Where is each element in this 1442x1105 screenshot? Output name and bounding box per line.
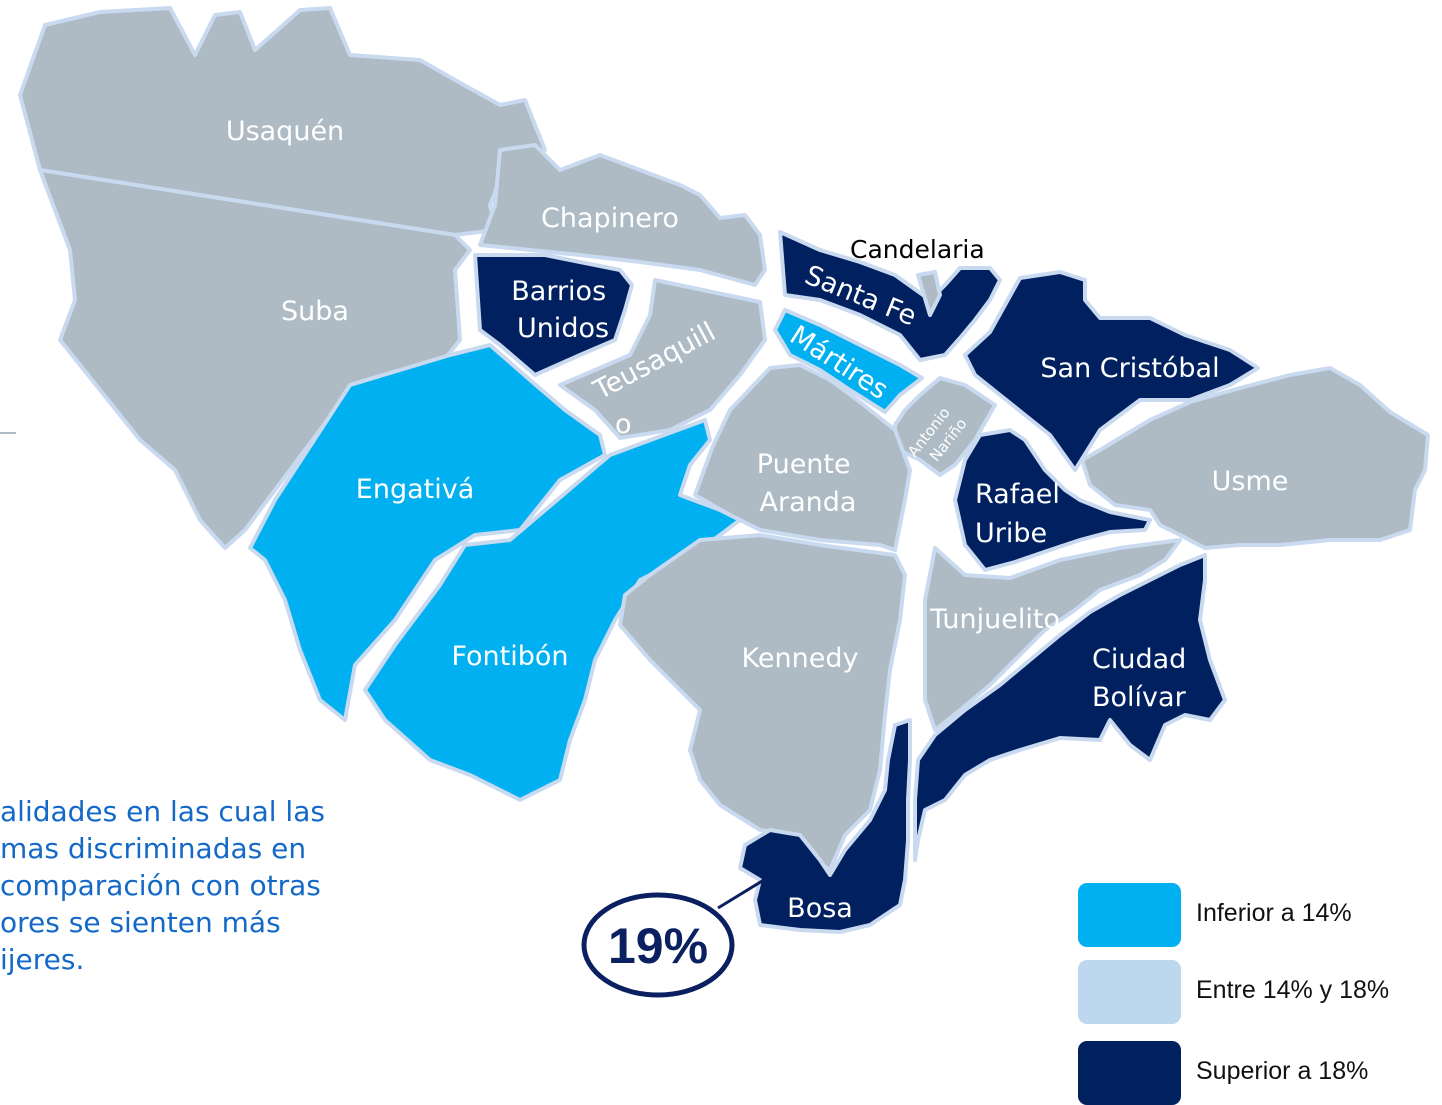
label-candelaria: Candelaria	[850, 235, 985, 264]
region-ciudad-bolivar[interactable]	[913, 553, 1227, 862]
label-fontibon: Fontibón	[451, 641, 568, 672]
legend-item-inferior: Inferior a 14%	[1078, 883, 1442, 947]
callout-leader-line	[717, 873, 773, 910]
label-puente-aranda-line1: Puente	[757, 449, 851, 480]
note-line-4: ores se sienten más	[0, 906, 281, 939]
label-tunjuelito: Tunjuelito	[929, 604, 1060, 635]
label-engativa: Engativá	[356, 474, 474, 505]
region-fontibon[interactable]	[363, 418, 742, 802]
label-ciudad-bolivar-line1: Ciudad	[1092, 644, 1186, 675]
note-line-1: alidades en las cual las	[0, 795, 325, 828]
label-ciudad-bolivar: Ciudad Bolívar	[1092, 644, 1195, 713]
label-san-cristobal: San Cristóbal	[1040, 353, 1219, 384]
label-rafael-uribe-line2: Uribe	[975, 518, 1047, 549]
label-teusaquillo-cont: o	[615, 409, 632, 440]
label-chapinero: Chapinero	[541, 203, 679, 234]
legend-item-entre: Entre 14% y 18%	[1078, 960, 1442, 1024]
label-barrios-unidos: Barrios Unidos	[511, 276, 614, 344]
legend-swatch-superior	[1078, 1041, 1181, 1105]
label-barrios-unidos-line1: Barrios	[511, 276, 606, 307]
label-kennedy: Kennedy	[742, 643, 859, 674]
note-line-5: ijeres.	[0, 943, 85, 976]
region-kennedy[interactable]	[618, 533, 907, 872]
region-engativa[interactable]	[248, 343, 607, 722]
label-barrios-unidos-line2: Unidos	[517, 313, 609, 344]
label-rafael-uribe: Rafael Uribe	[975, 479, 1068, 549]
note-line-3: comparación con otras	[0, 869, 321, 902]
legend-swatch-inferior	[1078, 883, 1181, 947]
label-bosa: Bosa	[787, 893, 853, 924]
label-usme: Usme	[1212, 466, 1289, 497]
region-suba[interactable]	[38, 168, 472, 550]
region-tunjuelito[interactable]	[923, 538, 1182, 732]
region-san-cristobal[interactable]	[963, 270, 1260, 472]
region-usme[interactable]	[1080, 366, 1430, 550]
region-martires[interactable]	[773, 308, 924, 414]
region-teusaquillo[interactable]	[558, 278, 767, 440]
left-divider-line	[0, 432, 16, 434]
region-antonio-narino[interactable]	[893, 376, 997, 477]
region-rafael-uribe[interactable]	[953, 428, 1152, 572]
region-puente-aranda[interactable]	[693, 363, 912, 552]
label-ciudad-bolivar-line2: Bolívar	[1092, 682, 1187, 713]
callout-ellipse	[581, 892, 735, 998]
legend-item-superior: Superior a 18%	[1078, 1041, 1442, 1105]
region-santa-fe[interactable]	[778, 230, 1002, 362]
region-barrios-unidos[interactable]	[473, 253, 634, 377]
legend-label-superior: Superior a 18%	[1196, 1057, 1369, 1085]
legend-swatch-entre	[1078, 960, 1181, 1024]
note-text: alidades en las cual las mas discriminad…	[0, 793, 420, 978]
legend-label-inferior: Inferior a 14%	[1196, 899, 1352, 927]
region-bosa[interactable]	[738, 718, 912, 934]
region-candelaria[interactable]	[916, 270, 942, 317]
callout-value: 19%	[608, 918, 708, 974]
note-line-2: mas discriminadas en	[0, 832, 307, 865]
label-rafael-uribe-line1: Rafael	[975, 479, 1060, 510]
region-usaquen[interactable]	[18, 6, 547, 237]
label-suba: Suba	[281, 296, 349, 327]
region-chapinero[interactable]	[478, 143, 767, 287]
label-usaquen: Usaquén	[226, 116, 344, 147]
legend-label-entre: Entre 14% y 18%	[1196, 976, 1390, 1004]
label-puente-aranda: Puente Aranda	[757, 449, 859, 518]
label-puente-aranda-line2: Aranda	[760, 487, 857, 518]
